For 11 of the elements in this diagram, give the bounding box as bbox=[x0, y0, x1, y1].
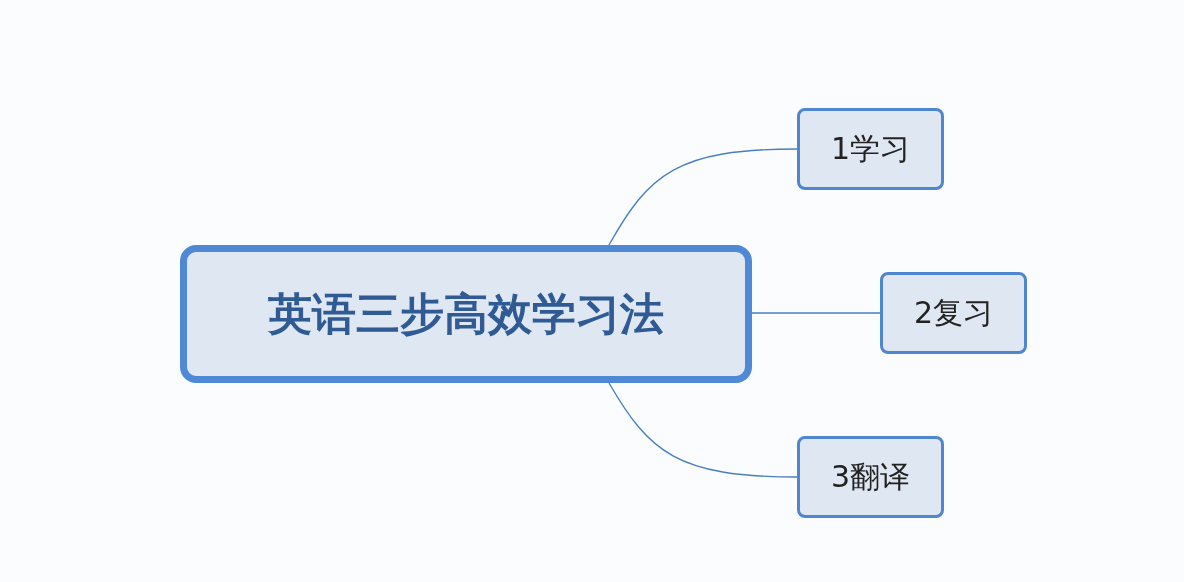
connector-line bbox=[608, 382, 798, 478]
connector-line bbox=[608, 148, 798, 246]
topic-text: 2复习 bbox=[913, 293, 994, 332]
topic-text: 3翻译 bbox=[830, 457, 911, 496]
topic-box bbox=[797, 436, 944, 518]
central-topic-box bbox=[180, 245, 752, 383]
topic-box bbox=[797, 108, 944, 190]
topic-box bbox=[880, 272, 1027, 354]
central-topic-text: 英语三步高效学习法 bbox=[268, 286, 664, 341]
topic-text: 1学习 bbox=[830, 129, 911, 168]
connector-line bbox=[751, 312, 881, 314]
